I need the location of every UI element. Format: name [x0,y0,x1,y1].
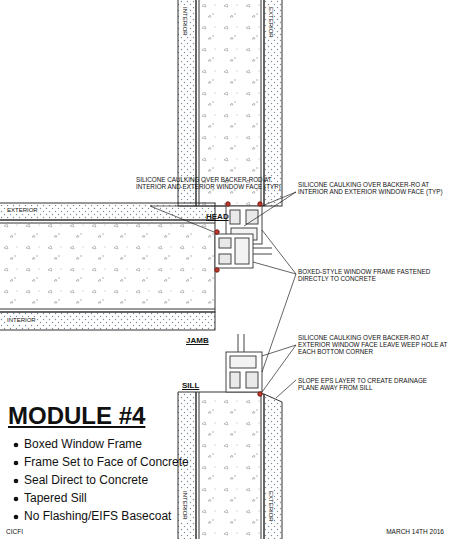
jamb-frame [215,230,272,272]
drawing-rect [0,220,215,312]
drawing-rect [246,372,258,388]
drawing-polyline [262,230,296,274]
side-label: EXTERIOR [267,490,274,523]
bullet-item: Frame Set to Face of Concrete [24,456,189,470]
drawing-line [253,254,272,255]
bullet-item: Tapered Sill [24,492,87,506]
callout-note: SLOPE EPS LAYER TO CREATE DRAINAGE PLANE… [298,377,446,391]
drawing-line [261,393,262,539]
view-label: HEAD [206,212,229,221]
drawing-circle [14,497,19,502]
jamb-wall [0,203,215,330]
drawing-line [253,248,272,249]
drawing-polyline [150,206,226,207]
drawing-polyline [262,192,296,206]
drawing-polyline [262,274,296,372]
view-label: SILL [182,381,199,390]
drawing-polyline [244,192,296,226]
drawing-rect [246,210,258,224]
head-wall [178,0,282,206]
side-label: INTERIOR [181,490,188,521]
drawing-line [199,392,200,539]
drawing-polyline [276,380,296,398]
callout-note: SILICONE CAULKING OVER BACKER-RO AT EXTE… [298,334,448,356]
drawing-circle [14,443,19,448]
drawing-circle [215,230,219,234]
drawing-rect [0,312,215,330]
drawing-line [238,334,239,352]
drawing-rect [230,372,240,388]
callout-note: SILICONE CAULKING OVER BACKER-RO AT INTE… [298,181,448,195]
drawing-polyline [150,206,214,232]
drawing-rect [226,352,262,392]
drawing-circle [226,202,230,206]
drawing-rect [235,238,249,264]
side-label: INTERIOR [6,317,37,324]
drawing-circle [14,479,19,484]
bullet-item: Boxed Window Frame [24,438,142,452]
drawing-circle [258,392,262,396]
drawing-rect [0,203,215,220]
bullet-item: Seal Direct to Concrete [24,474,148,488]
drawing-circle [14,515,19,520]
drawing-line [244,334,245,352]
drawing-rect [230,356,256,368]
drawing-polygon [264,394,282,539]
drawing-rect [219,238,231,248]
drawing-rect [230,210,240,224]
sill-frame [226,334,262,396]
view-label: JAMB [186,336,209,345]
drawing-rect [215,234,253,268]
drawing-rect [178,0,196,206]
drawing-polygon [196,392,264,539]
drawing-polyline [253,262,296,274]
drawing-rect [196,0,264,206]
drawing-line [0,223,215,224]
module-title: MODULE #4 [8,402,145,430]
date-text: MARCH 14TH 2016 [386,528,444,535]
bullet-item: No Flashing/EIFS Basecoat [24,510,171,524]
sill-wall [178,392,282,539]
side-label: EXTERIOR [6,207,39,214]
leader-lines [150,192,296,398]
callout-note: SILICONE CAULKING OVER BACKER-ROD AT INT… [136,176,294,190]
side-label: INTERIOR [181,6,188,37]
credit-text: CICFI [6,528,23,535]
drawing-polyline [262,345,296,356]
drawing-line [0,309,215,310]
side-label: EXTERIOR [267,6,274,39]
drawing-line [199,0,200,206]
drawing-rect [219,254,231,264]
drawing-circle [258,202,262,206]
bullet-dots [14,443,19,520]
drawing-line [261,0,262,206]
drawing-rect [264,0,282,206]
drawing-circle [14,461,19,466]
drawing-circle [215,268,219,272]
callout-note: BOXED-STYLE WINDOW FRAME FASTENED DIRECT… [298,268,438,282]
